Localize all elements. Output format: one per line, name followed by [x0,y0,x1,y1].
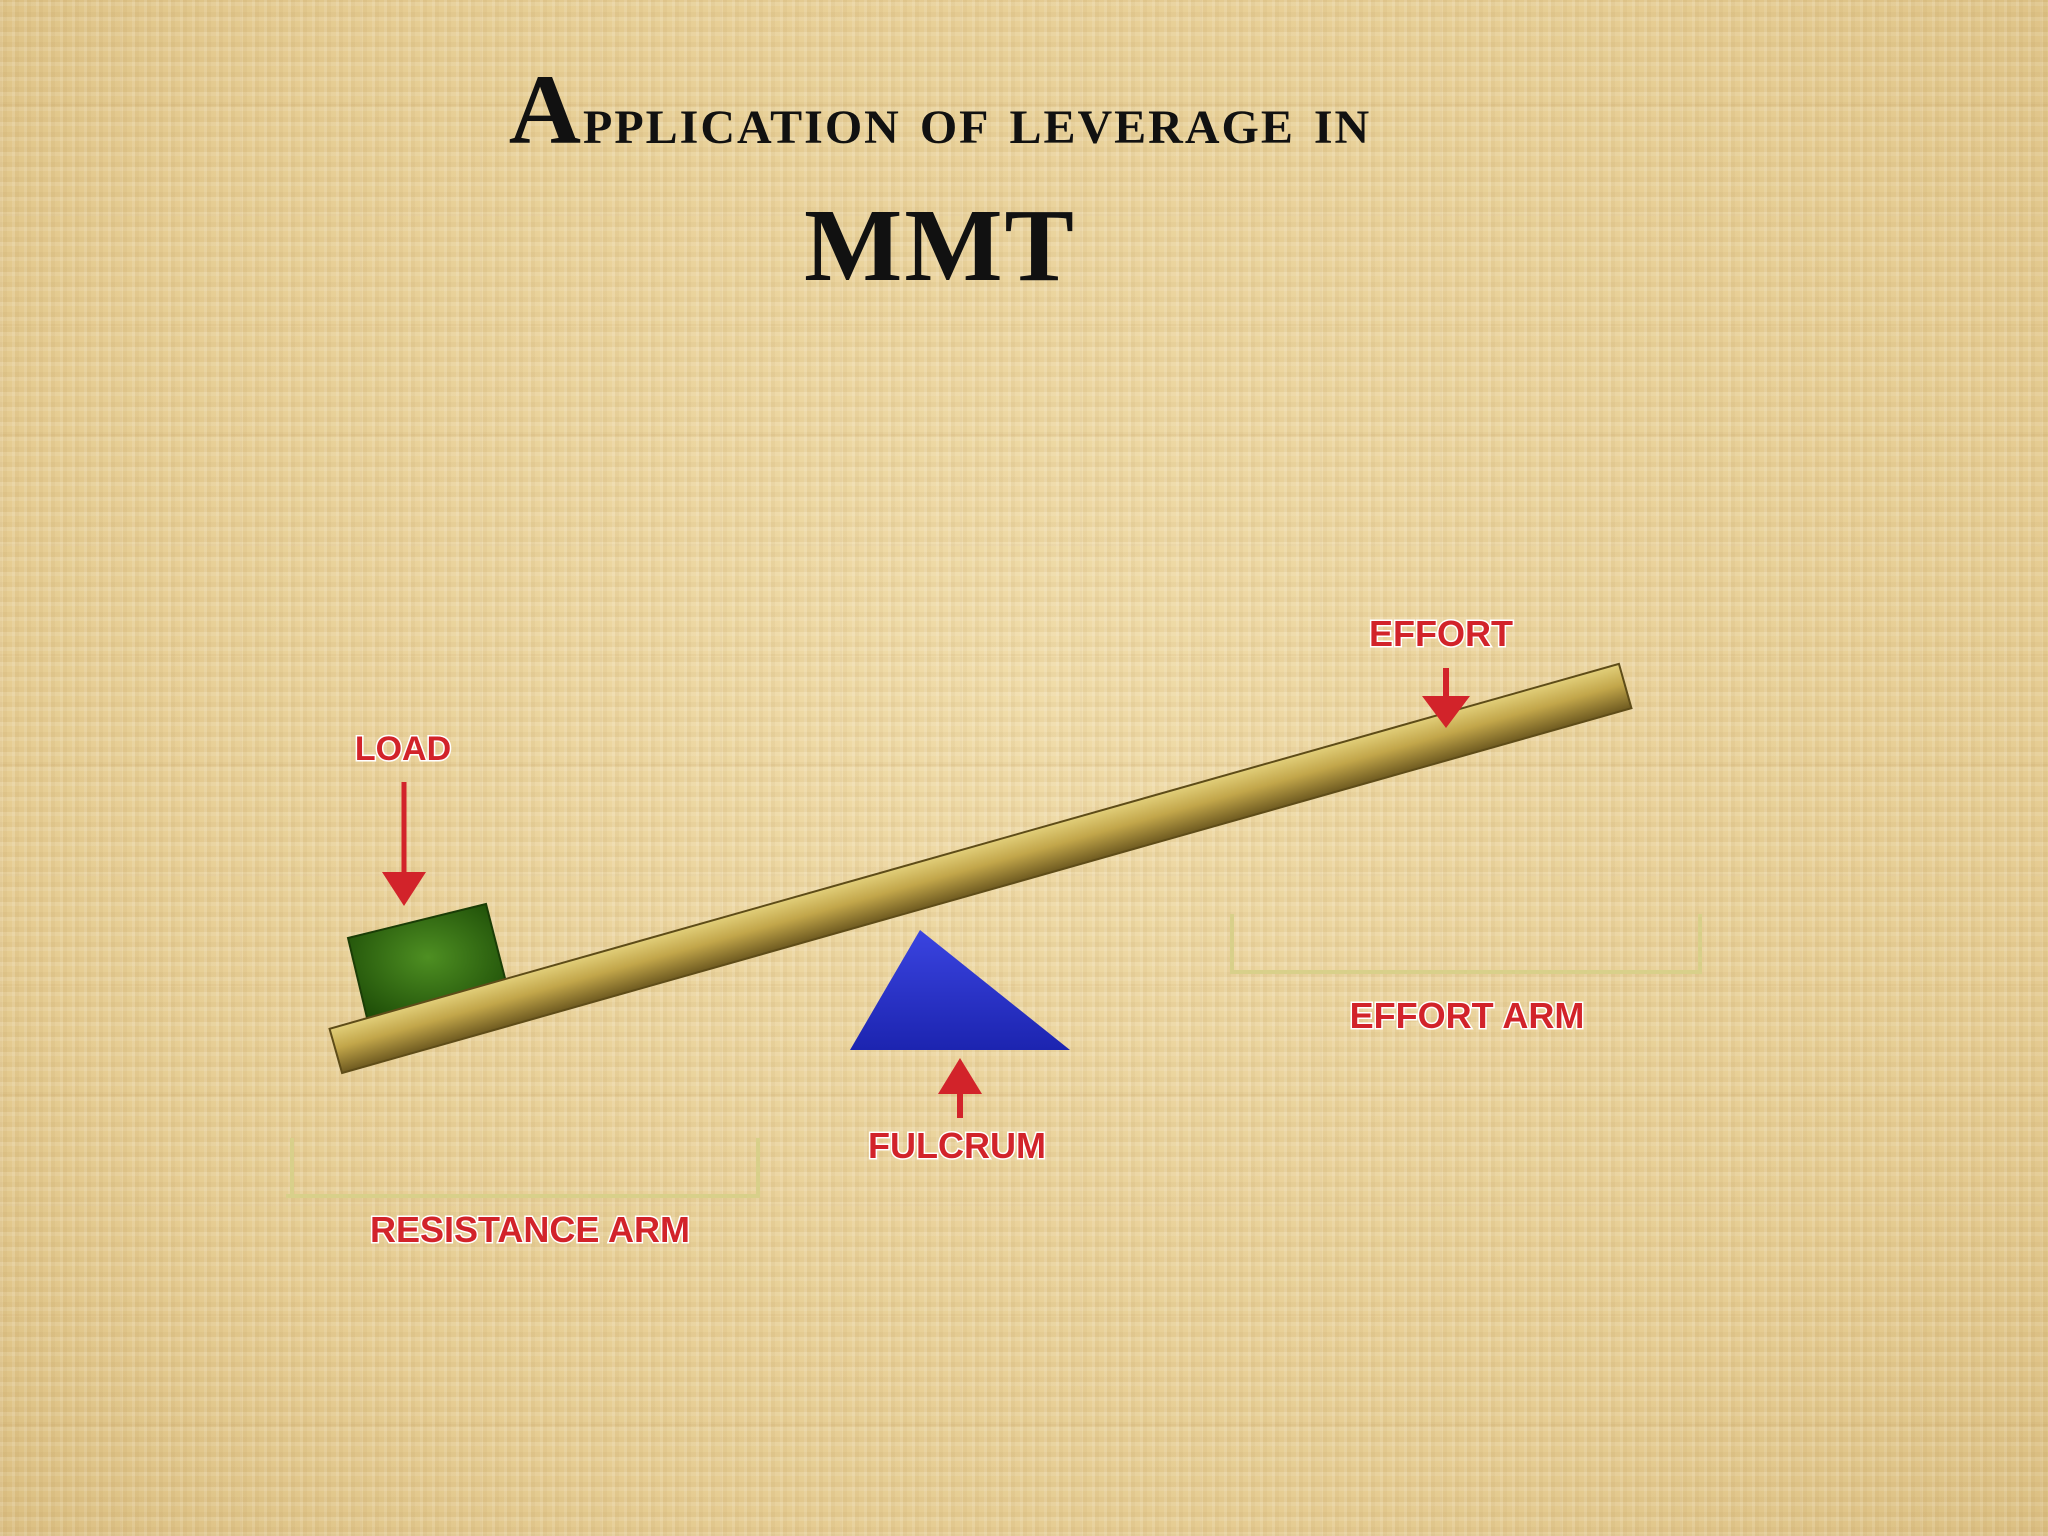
slide-title-initial: A [508,54,584,165]
fulcrum-arrow-icon [938,1058,982,1118]
resistance-arm-label: RESISTANCE ARM [370,1209,690,1250]
effort-arm-label: EFFORT ARM [1350,995,1585,1036]
load-arrow-icon [382,782,426,906]
slide-title-rest: pplication of leverage in [583,82,1372,158]
resistance-arm-bracket [286,1138,760,1198]
effort-label: EFFORT [1369,613,1513,654]
load-label: LOAD [355,730,451,768]
slide-title-line-1: Application of leverage in [0,52,1880,167]
effort-arrow-icon [1422,668,1470,728]
effort-arm-bracket [1230,914,1702,974]
fulcrum-label: FULCRUM [868,1125,1046,1166]
slide-title-line-2: MMT [804,188,1076,303]
lever-bar [328,662,1633,1075]
fulcrum-triangle [850,930,1070,1050]
